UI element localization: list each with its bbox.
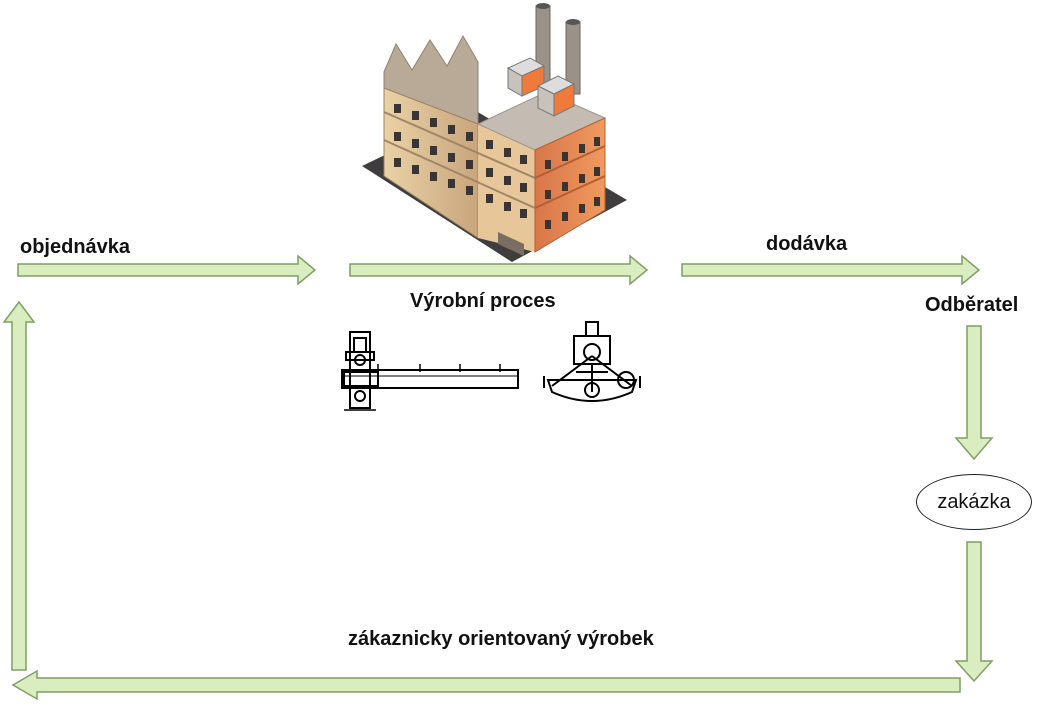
label-order: objednávka (20, 236, 131, 258)
arrow-order (17, 254, 317, 286)
label-delivery: dodávka (766, 233, 848, 255)
arrow-bottom-return (11, 669, 961, 701)
arrows (2, 254, 994, 701)
factory-icon (362, 3, 627, 262)
label-product: zákaznicky orientovaný výrobek (348, 628, 654, 650)
arrow-delivery (681, 254, 981, 286)
label-job: zakázka (937, 490, 1011, 513)
machine-beam-icon (341, 331, 519, 411)
arrow-production (349, 254, 649, 286)
job-oval: zakázka (916, 474, 1032, 530)
arrow-left-up (2, 300, 36, 671)
arrow-down-customer (954, 325, 994, 461)
machine-pendulum-icon (543, 321, 641, 402)
arrow-down-job (954, 541, 994, 683)
label-production: Výrobní proces (410, 290, 556, 312)
label-customer: Odběratel (925, 294, 1019, 316)
